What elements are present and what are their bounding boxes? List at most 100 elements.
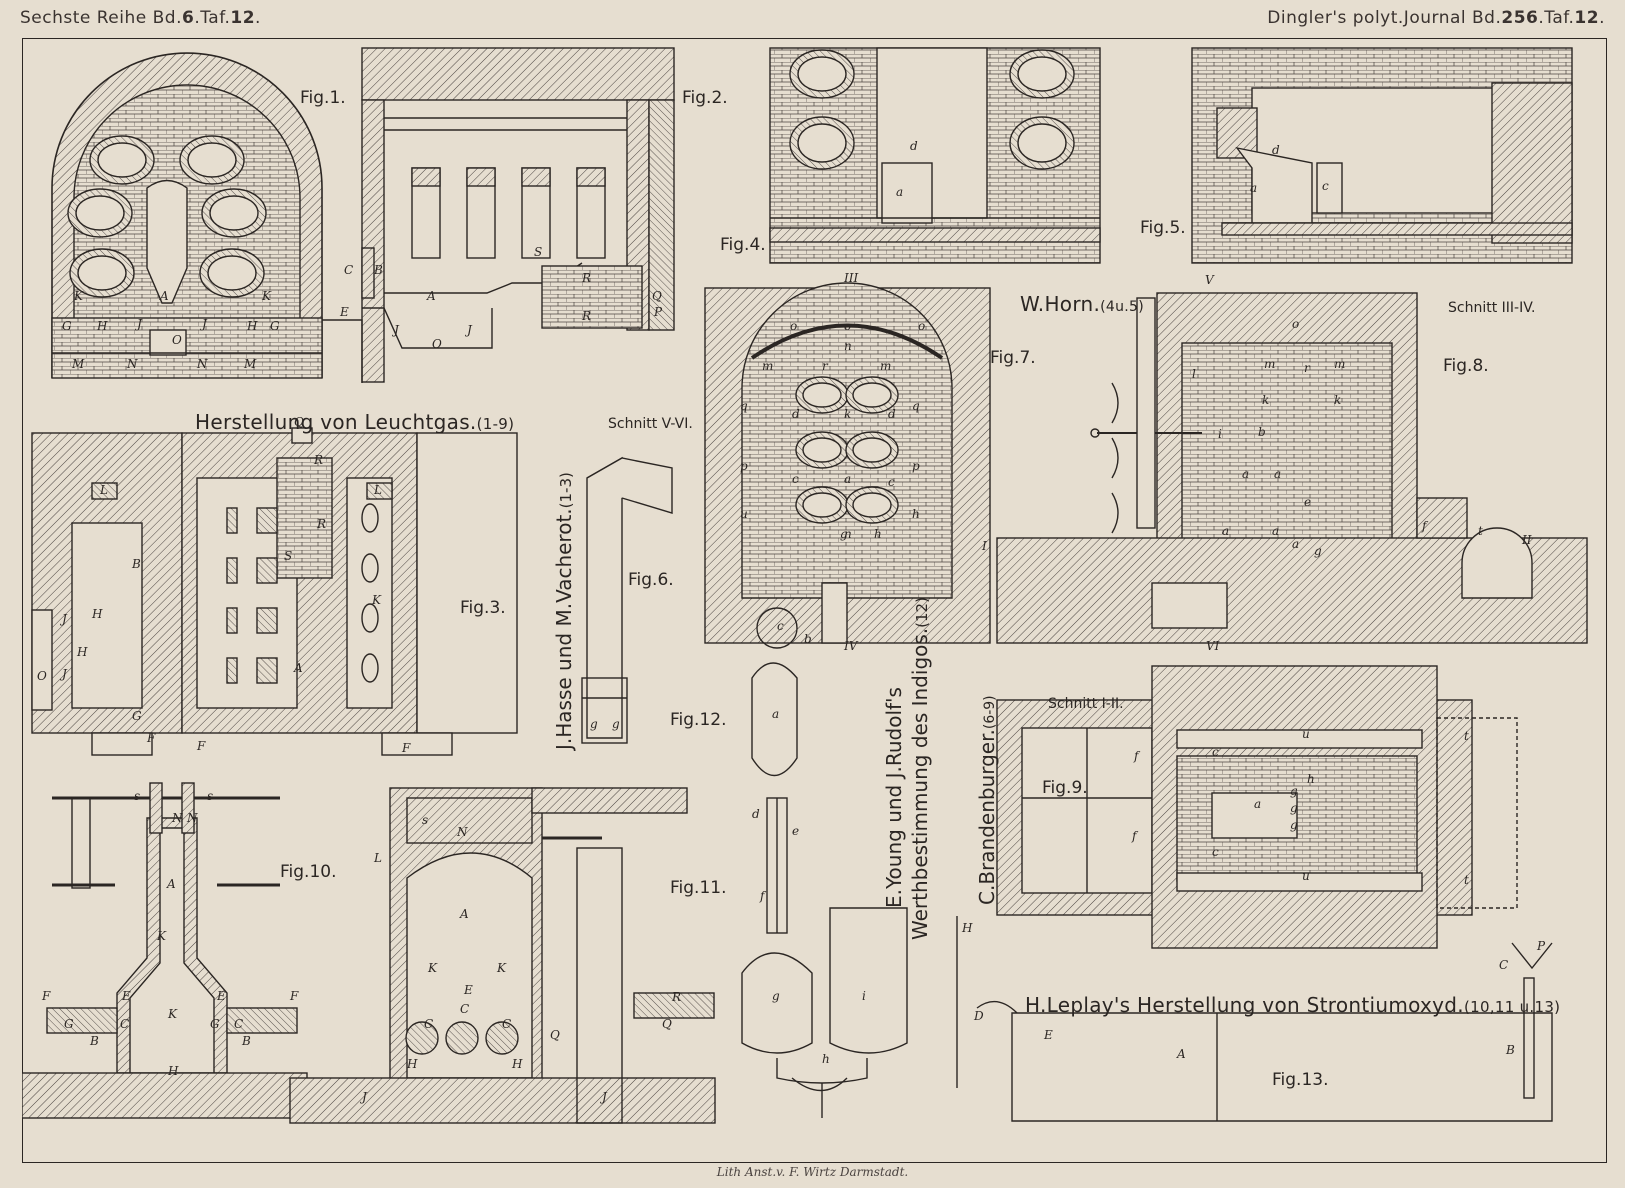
fig1-letter-12: N bbox=[196, 357, 208, 371]
fig4-letter-1: a bbox=[896, 185, 903, 199]
fig8-letter-6: k bbox=[1262, 393, 1269, 407]
fig11-letter-5: K bbox=[496, 961, 507, 975]
fig7-letter-10: d bbox=[792, 407, 800, 421]
fig2-label: Fig.2. bbox=[682, 88, 728, 108]
fig12-label: Fig.12. bbox=[670, 710, 727, 730]
fig11-letter-2: N bbox=[456, 825, 468, 839]
fig5-letter-2: c bbox=[1322, 179, 1329, 193]
header-left-end: . bbox=[255, 8, 261, 28]
fig1-letter-7: J bbox=[199, 317, 208, 331]
fig6-label: Fig.6. bbox=[628, 570, 674, 590]
fig10-letter-0: s bbox=[134, 789, 140, 803]
fig2-letter-9: R bbox=[581, 309, 591, 323]
fig12-letter-5: f bbox=[759, 889, 767, 903]
fig3-letter-15: F bbox=[196, 739, 206, 753]
fig3-letter-2: R bbox=[316, 517, 326, 531]
fig3-letter-12: A bbox=[293, 661, 303, 675]
fig2-letter-4: J bbox=[391, 323, 400, 337]
header-right-volume: 256 bbox=[1501, 8, 1539, 28]
fig7-letter-17: c bbox=[888, 475, 895, 489]
fig7-letter-11: k bbox=[844, 407, 851, 421]
fig13-letter-3: A bbox=[1176, 1047, 1186, 1061]
fig1-letter-11: N bbox=[126, 357, 138, 371]
fig11-letter-16: R bbox=[671, 990, 681, 1004]
fig13-letter-6: B bbox=[1505, 1043, 1515, 1057]
fig7-letter-14: p bbox=[912, 459, 920, 473]
title-young-text-2: Werthbestimmung des Indigos. bbox=[908, 627, 932, 940]
fig3-letter-7: J bbox=[59, 612, 68, 626]
fig13-label: Fig.13. bbox=[1272, 1070, 1329, 1090]
fig11-letter-10: H bbox=[406, 1057, 418, 1071]
fig10-letter-17: H bbox=[167, 1064, 179, 1078]
fig3-furnace-plan bbox=[31, 427, 518, 756]
fig8-letter-16: g bbox=[1314, 544, 1322, 558]
fig10-label: Fig.10. bbox=[280, 862, 337, 882]
fig4-letter-0: d bbox=[910, 139, 918, 153]
fig9-letter-3: f bbox=[1133, 749, 1141, 763]
fig3-letter-3: S bbox=[284, 549, 292, 563]
fig12-letter-2: a bbox=[772, 707, 779, 721]
fig12-glass-apparatus bbox=[741, 607, 908, 1118]
fig2-letter-7: S bbox=[534, 245, 542, 259]
fig12-letter-4: e bbox=[792, 824, 799, 838]
fig1-letter-2: K bbox=[261, 289, 272, 303]
fig13-letter-1: D bbox=[973, 1009, 984, 1023]
fig8-letter-11: a bbox=[1274, 467, 1281, 481]
fig11-letter-14: Q bbox=[550, 1028, 560, 1042]
technical-plate: KAKGHJOJHGMNNMCBEAJOJSRRQPLRRSLBHJHJOKAG… bbox=[22, 38, 1607, 1163]
fig11-letter-0: L bbox=[373, 851, 382, 865]
fig3-label: Fig.3. bbox=[460, 598, 506, 618]
fig12-letter-7: i bbox=[862, 989, 866, 1003]
title-leplay-text: H.Leplay's Herstellung von Strontiumoxyd… bbox=[1025, 993, 1464, 1017]
fig1-letter-8: H bbox=[246, 319, 258, 333]
fig7-letter-9: q bbox=[912, 399, 920, 413]
fig7-letter-16: a bbox=[844, 472, 851, 486]
fig2-letter-10: Q bbox=[652, 289, 662, 303]
fig7-letter-5: m bbox=[762, 359, 773, 373]
fig6-letter-0: g bbox=[590, 717, 598, 731]
fig1-letter-9: G bbox=[270, 319, 280, 333]
fig2-letter-1: B bbox=[373, 263, 383, 277]
fig8-letter-9: b bbox=[1258, 425, 1266, 439]
fig8-letter-17: f bbox=[1421, 519, 1429, 533]
fig9-letter-6: g bbox=[1290, 784, 1298, 798]
fig8-letter-2: l bbox=[1192, 367, 1196, 381]
fig7-letter-4: n bbox=[844, 339, 852, 353]
header-right-plate: 12 bbox=[1574, 8, 1600, 28]
fig7-letter-22: h bbox=[874, 527, 882, 541]
title-hasse: J.Hasse und M.Vacherot.(1-3) bbox=[552, 472, 576, 750]
fig4-label: Fig.4. bbox=[720, 235, 766, 255]
fig8-letter-21: VI bbox=[1206, 639, 1220, 653]
fig9-letter-4: f bbox=[1131, 829, 1139, 843]
fig7-letter-8: q bbox=[740, 399, 748, 413]
fig9-label: Fig.9. bbox=[1042, 778, 1088, 798]
fig3-letter-0: L bbox=[99, 483, 108, 497]
fig11-letter-8: C bbox=[460, 1002, 469, 1016]
fig12-letter-3: d bbox=[752, 807, 760, 821]
header-right: Dingler's polyt.Journal Bd.256.Taf.12. bbox=[1267, 8, 1605, 28]
fig10-letter-3: s bbox=[207, 789, 213, 803]
fig8-letter-3: m bbox=[1264, 357, 1275, 371]
fig5-letter-1: a bbox=[1250, 181, 1257, 195]
fig8-letter-7: k bbox=[1334, 393, 1341, 407]
fig3-letter-17: Q bbox=[294, 415, 304, 429]
fig3-letter-5: B bbox=[131, 557, 141, 571]
fig3-letter-6: H bbox=[91, 607, 103, 621]
fig13-letter-0: H bbox=[961, 921, 973, 935]
fig10-letter-6: E bbox=[121, 989, 131, 1003]
fig10-letter-13: C bbox=[234, 1017, 243, 1031]
fig5-letter-0: d bbox=[1272, 143, 1280, 157]
fig2-letter-5: O bbox=[432, 337, 442, 351]
fig10-letter-4: A bbox=[166, 877, 176, 891]
fig5-horn-section bbox=[1191, 47, 1573, 264]
fig7-letter-20: h bbox=[912, 507, 920, 521]
header-left-mid: .Taf. bbox=[194, 8, 231, 28]
fig1-retort-front bbox=[51, 52, 323, 379]
title-leuchtgas: Herstellung von Leuchtgas.(1-9) bbox=[195, 410, 514, 434]
title-leuchtgas-range: (1-9) bbox=[476, 415, 515, 433]
title-young-range: (12) bbox=[913, 597, 931, 628]
fig12-letter-8: h bbox=[822, 1052, 830, 1066]
fig11-label: Fig.11. bbox=[670, 878, 727, 898]
fig7-letter-23: IV bbox=[843, 639, 859, 653]
fig2-letter-6: J bbox=[464, 323, 473, 337]
